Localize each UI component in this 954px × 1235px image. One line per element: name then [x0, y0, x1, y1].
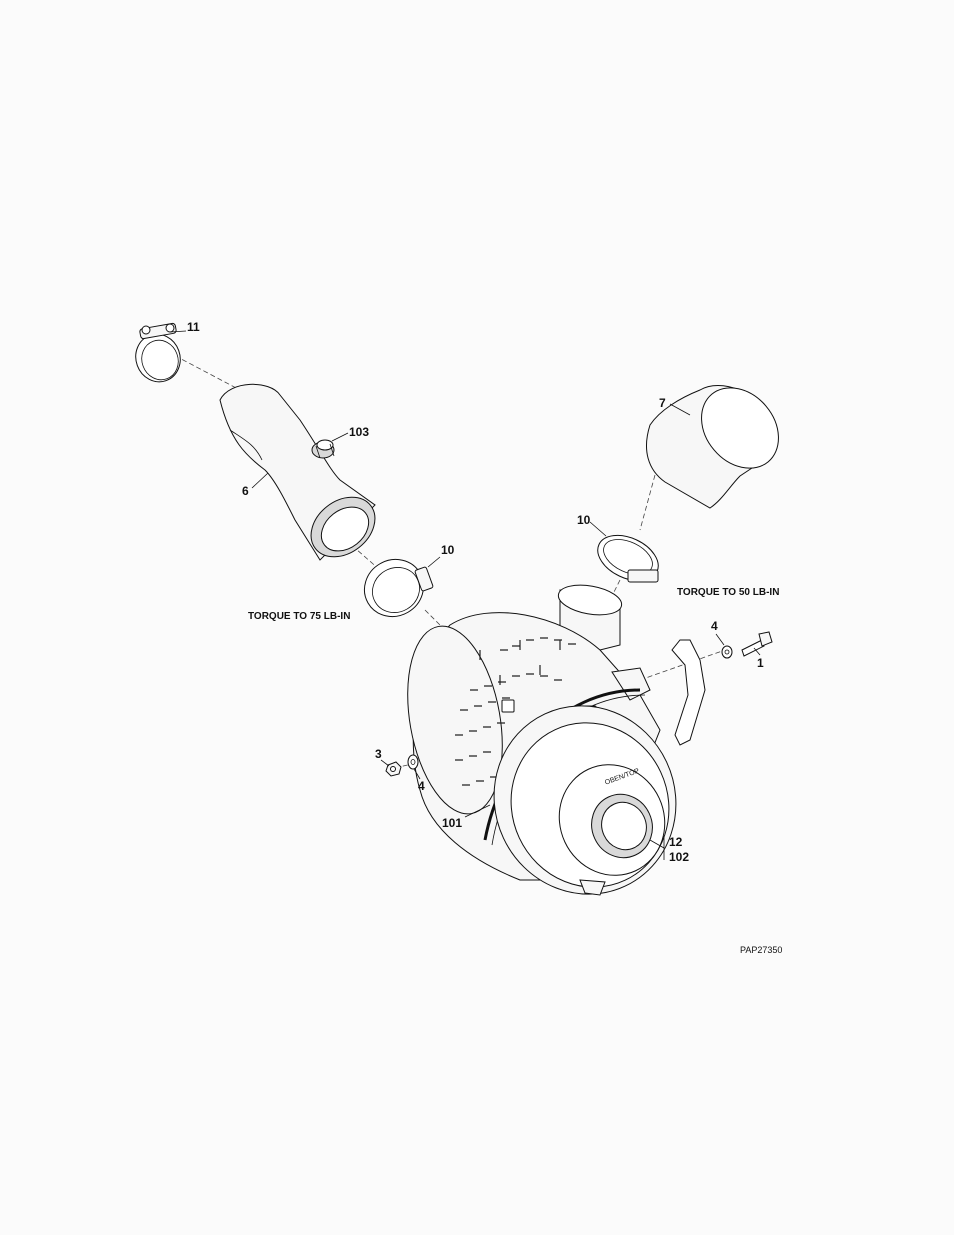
leader-103	[332, 433, 348, 441]
elbow-6	[220, 384, 387, 569]
callout-11: 11	[187, 321, 200, 333]
leader-10-left	[428, 557, 440, 567]
nut-3	[386, 762, 401, 776]
leader-4-right	[716, 634, 724, 645]
torque-note-50: TORQUE TO 50 LB-IN	[677, 588, 779, 598]
figure-id: PAP27350	[740, 946, 782, 955]
capscrew-1	[742, 632, 772, 656]
callout-101: 101	[442, 817, 462, 829]
callout-4-left: 4	[418, 780, 425, 792]
callout-7: 7	[659, 397, 666, 409]
leader-6	[252, 473, 268, 488]
washer-4-right	[722, 646, 732, 658]
band-clamp-10-right	[591, 526, 666, 589]
callout-6: 6	[242, 485, 249, 497]
washer-4-left	[408, 755, 418, 769]
callout-10-left: 10	[441, 544, 454, 556]
callout-12: 12	[669, 836, 682, 848]
callout-4-right: 4	[711, 620, 718, 632]
fitting-103	[312, 440, 334, 458]
band-clamp-10-left	[354, 549, 434, 627]
callout-10-right: 10	[577, 514, 590, 526]
mounting-bracket	[672, 640, 705, 745]
callout-103: 103	[349, 426, 369, 438]
torque-note-75: TORQUE TO 75 LB-IN	[248, 612, 350, 622]
leader-3	[381, 760, 389, 766]
callout-3: 3	[375, 748, 382, 760]
t-bolt-clamp-11	[129, 323, 187, 388]
outlet-elbow-7	[646, 372, 794, 508]
callout-1: 1	[757, 657, 764, 669]
leader-10-right	[590, 522, 606, 536]
callout-102: 102	[669, 851, 689, 863]
